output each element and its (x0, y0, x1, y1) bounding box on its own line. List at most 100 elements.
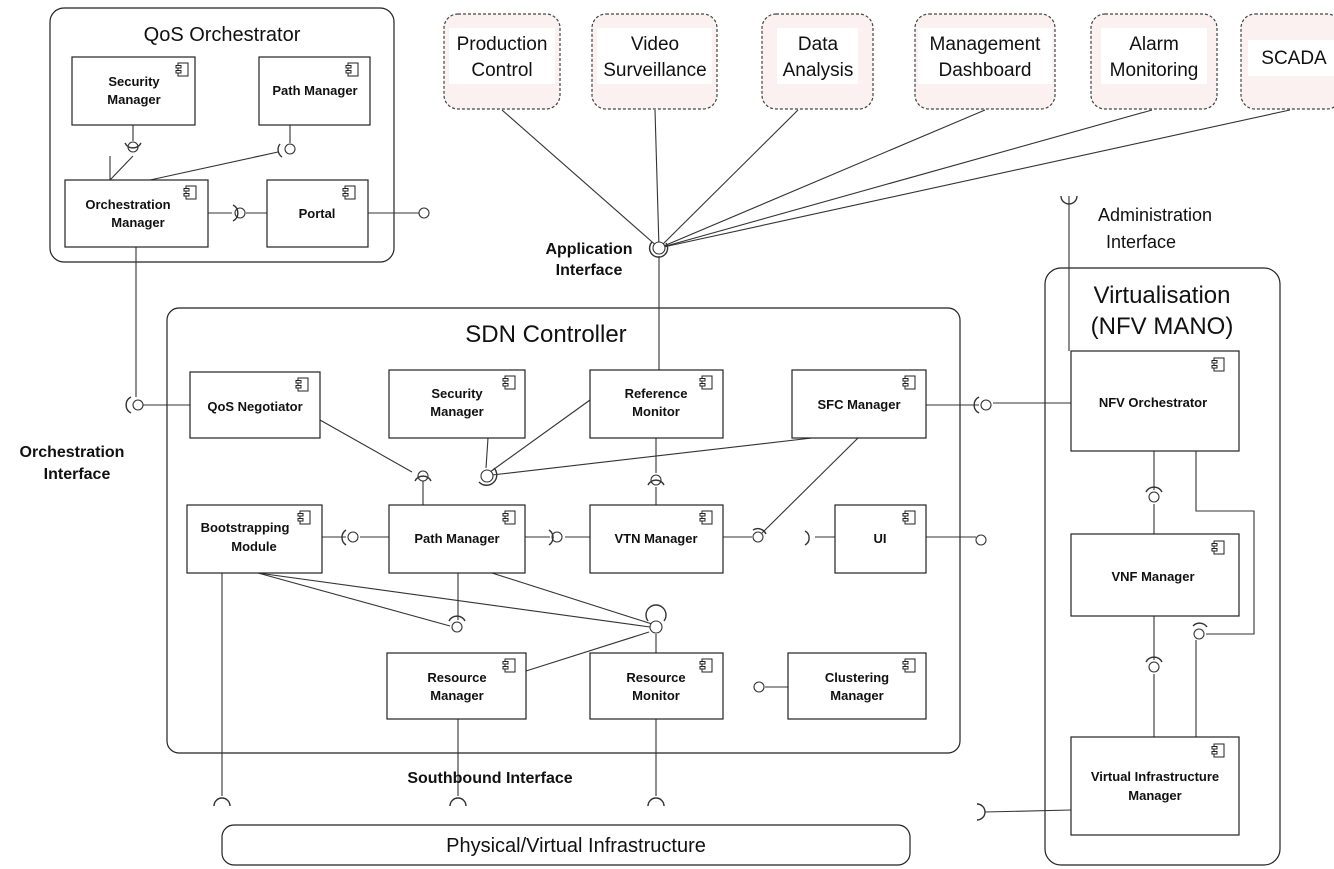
qos-orchestrator-title: QoS Orchestrator (144, 24, 301, 46)
app-scada[interactable]: SCADA (1240, 13, 1334, 110)
component-icon (297, 510, 311, 525)
component-icon (502, 510, 516, 525)
sdn-path-manager-label: Path Manager (414, 531, 499, 546)
bootstrapping-module-line1: Bootstrapping (201, 520, 290, 535)
app-data-analysis-line1: Data (798, 34, 839, 55)
resource-manager-line2: Manager (430, 688, 483, 703)
component-icon (175, 62, 189, 77)
resource-monitor-line2: Monitor (632, 688, 680, 703)
nfv-orchestrator[interactable]: NFV Orchestrator (1070, 350, 1240, 452)
component-icon (1211, 743, 1225, 758)
resource-monitor[interactable]: Resource Monitor (589, 652, 724, 720)
qos-path-manager[interactable]: Path Manager (258, 56, 371, 126)
app-production-control-line2: Control (471, 60, 532, 81)
vim-line2: Manager (1128, 788, 1181, 803)
component-icon (1211, 540, 1225, 555)
sdn-controller-frame (166, 307, 961, 754)
application-boxes: Production Control Video Surveillance Da… (443, 13, 1334, 110)
app-alarm-monitoring-line2: Monitoring (1110, 60, 1199, 81)
orchestration-interface-label-line2: Interface (44, 466, 111, 483)
sdn-security-manager-line1: Security (431, 386, 483, 401)
qos-security-manager-line1: Security (108, 74, 160, 89)
bootstrapping-module-line2: Module (231, 539, 277, 554)
qos-path-manager-label: Path Manager (272, 83, 357, 98)
application-interface-label-line2: Interface (556, 262, 623, 279)
orchestration-manager[interactable]: Orchestration Manager (64, 179, 209, 248)
vnf-manager-label: VNF Manager (1111, 569, 1194, 584)
component-icon (502, 658, 516, 673)
component-icon (1211, 357, 1225, 372)
app-video-surveillance-line1: Video (631, 34, 679, 55)
app-alarm-monitoring-line1: Alarm (1129, 34, 1179, 55)
component-icon (295, 377, 309, 392)
app-data-analysis[interactable]: Data Analysis (761, 13, 874, 110)
sfc-manager[interactable]: SFC Manager (791, 369, 927, 439)
app-data-analysis-line2: Analysis (783, 60, 854, 81)
clustering-manager-line1: Clustering (825, 670, 889, 685)
qos-negotiator[interactable]: QoS Negotiator (189, 371, 321, 439)
portal[interactable]: Portal (266, 179, 369, 248)
orchestration-manager-line1: Orchestration (85, 197, 170, 212)
administration-interface-label-line2: Interface (1106, 232, 1176, 252)
component-icon (183, 185, 197, 200)
virtualisation-title-line2: (NFV MANO) (1091, 313, 1234, 340)
infrastructure-label: Physical/Virtual Infrastructure (446, 835, 706, 857)
sdn-path-manager[interactable]: Path Manager (388, 504, 526, 574)
component-icon (902, 510, 916, 525)
qos-security-manager[interactable]: Security Manager (71, 56, 196, 126)
virtualisation-title-line1: Virtualisation (1094, 282, 1231, 309)
component-icon (342, 185, 356, 200)
component-icon (345, 62, 359, 77)
qos-negotiator-label: QoS Negotiator (207, 399, 302, 414)
nfv-orchestrator-label: NFV Orchestrator (1099, 395, 1207, 410)
virtual-infrastructure-manager[interactable]: Virtual Infrastructure Manager (1070, 736, 1240, 836)
app-video-surveillance-line2: Surveillance (603, 60, 707, 81)
ui-label: UI (874, 531, 887, 546)
component-icon (902, 375, 916, 390)
provided-interfaces (127, 141, 1205, 693)
clustering-manager-line2: Manager (830, 688, 883, 703)
app-management-dashboard-line1: Management (930, 34, 1042, 55)
resource-manager[interactable]: Resource Manager (386, 652, 527, 720)
administration-interface-label-line1: Administration (1098, 205, 1212, 225)
orchestration-manager-line2: Manager (111, 215, 164, 230)
reference-monitor-line2: Monitor (632, 404, 680, 419)
required-interfaces (124, 142, 1208, 821)
app-scada-label: SCADA (1261, 48, 1327, 69)
sfc-manager-label: SFC Manager (817, 397, 900, 412)
connectors (109, 109, 1291, 813)
resource-manager-line1: Resource (427, 670, 486, 685)
component-icon (699, 375, 713, 390)
component-icon (902, 658, 916, 673)
vtn-manager[interactable]: VTN Manager (589, 504, 724, 574)
app-alarm-monitoring[interactable]: Alarm Monitoring (1090, 13, 1218, 110)
infrastructure-bar (221, 824, 911, 866)
vnf-manager[interactable]: VNF Manager (1070, 533, 1240, 617)
app-management-dashboard-line2: Dashboard (939, 60, 1032, 81)
component-icon (502, 375, 516, 390)
sdn-controller-title: SDN Controller (465, 321, 626, 348)
reference-monitor[interactable]: Reference Monitor (589, 369, 724, 439)
vim-line1: Virtual Infrastructure (1091, 769, 1219, 784)
app-video-surveillance[interactable]: Video Surveillance (591, 13, 718, 110)
resource-monitor-line1: Resource (626, 670, 685, 685)
orchestration-interface-label-line1: Orchestration (20, 444, 125, 461)
portal-label: Portal (299, 206, 336, 221)
sdn-security-manager[interactable]: Security Manager (388, 369, 526, 439)
application-interface-ball (652, 241, 666, 255)
reference-monitor-line1: Reference (625, 386, 688, 401)
qos-security-manager-line2: Manager (107, 92, 160, 107)
southbound-interface-label: Southbound Interface (407, 770, 572, 787)
application-interface-label-line1: Application (545, 241, 632, 258)
app-management-dashboard[interactable]: Management Dashboard (914, 13, 1056, 110)
app-production-control-line1: Production (457, 34, 548, 55)
bootstrapping-module[interactable]: Bootstrapping Module (186, 504, 323, 574)
vtn-manager-label: VTN Manager (614, 531, 697, 546)
app-production-control[interactable]: Production Control (443, 13, 561, 110)
component-icon (699, 510, 713, 525)
clustering-manager[interactable]: Clustering Manager (787, 652, 927, 720)
ui-component[interactable]: UI (834, 504, 927, 574)
component-icon (699, 658, 713, 673)
sdn-security-manager-line2: Manager (430, 404, 483, 419)
